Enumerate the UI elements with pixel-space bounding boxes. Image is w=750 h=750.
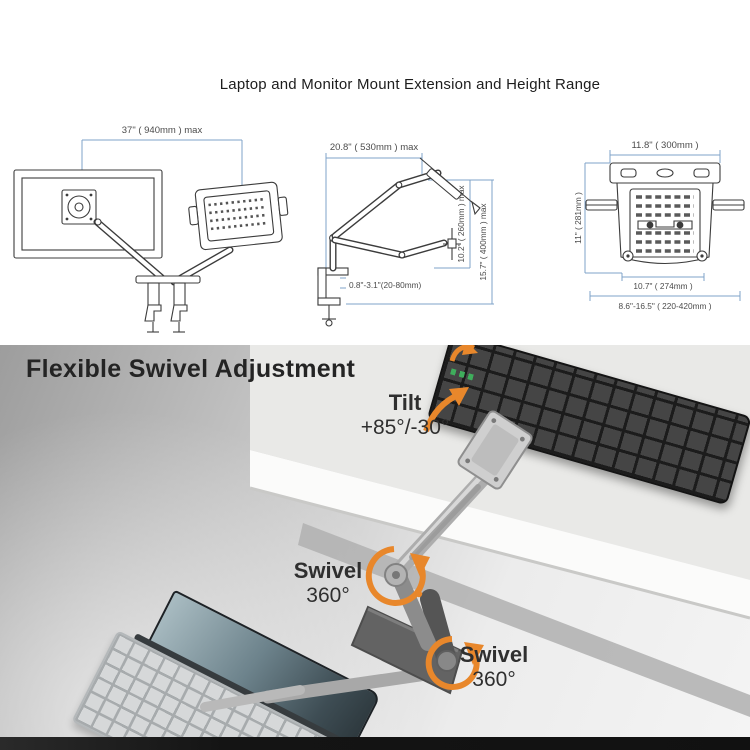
dimension-extension-max: 20.8" ( 530mm ) max — [330, 142, 419, 153]
photo-heading: Flexible Swivel Adjustment — [26, 355, 356, 383]
dimension-clamp-range: 0.8"-3.1"(20-80mm) — [349, 280, 422, 290]
monitor-arm-art — [200, 345, 533, 712]
swivel-top-annotation: Swivel 360° — [272, 558, 384, 607]
swivel-base-annotation: Swivel 360° — [438, 642, 550, 691]
swivel-base-value: 360° — [472, 667, 516, 691]
side-view-diagram: 20.8" ( 530mm ) max 10.2" ( 260mm ) max … — [317, 142, 494, 327]
vesa-plate — [61, 189, 97, 225]
dimension-height-lower: 15.7" ( 400mm ) max — [478, 203, 488, 281]
desk-clamp — [144, 282, 162, 333]
swivel-base-label: Swivel — [459, 642, 529, 667]
page-title: Laptop and Monitor Mount Extension and H… — [219, 76, 601, 93]
tray-top-view-diagram: 11.8" ( 300mm ) 11" ( 281mm ) — [573, 140, 745, 311]
tilt-value: +85°/-30° — [360, 415, 450, 439]
swivel-top-value: 360° — [306, 583, 350, 607]
c-clamp — [317, 267, 349, 327]
swivel-rotation-icon — [365, 546, 430, 606]
laptop-tray — [188, 181, 289, 251]
bottom-strip — [0, 737, 750, 750]
dimensions-section: Laptop and Monitor Mount Extension and H… — [0, 0, 750, 345]
swivel-top-label: Swivel — [293, 558, 363, 583]
laptop-holder-upper — [419, 157, 481, 216]
vesa-head — [457, 410, 533, 490]
lower-desk-edge — [298, 523, 750, 717]
dimension-tray-inner-width: 10.7" ( 274mm ) — [633, 281, 692, 291]
dual-mount-diagram: 37" ( 940mm ) max — [13, 125, 289, 333]
tilt-arrow-icon — [423, 345, 478, 433]
dimension-tray-extension-range: 8.6"-16.5" ( 220-420mm ) — [618, 301, 711, 311]
dimension-tray-depth: 11" ( 281mm ) — [573, 192, 583, 244]
desk-clamp — [170, 282, 188, 333]
swivel-joint-base — [436, 650, 458, 672]
tilt-annotation: Tilt +85°/-30° — [330, 390, 480, 439]
dimension-width-max: 37" ( 940mm ) max — [122, 125, 203, 136]
swivel-photo-section: Flexible Swivel Adjustment — [0, 345, 750, 750]
tilt-label: Tilt — [388, 390, 422, 415]
dimension-tray-width: 11.8" ( 300mm ) — [631, 140, 698, 151]
swivel-rotation-icon — [425, 636, 484, 690]
laptop-holder-lower — [443, 228, 461, 260]
dimension-height-upper: 10.2" ( 260mm ) max — [456, 185, 466, 263]
desk-front-edge — [250, 450, 750, 619]
